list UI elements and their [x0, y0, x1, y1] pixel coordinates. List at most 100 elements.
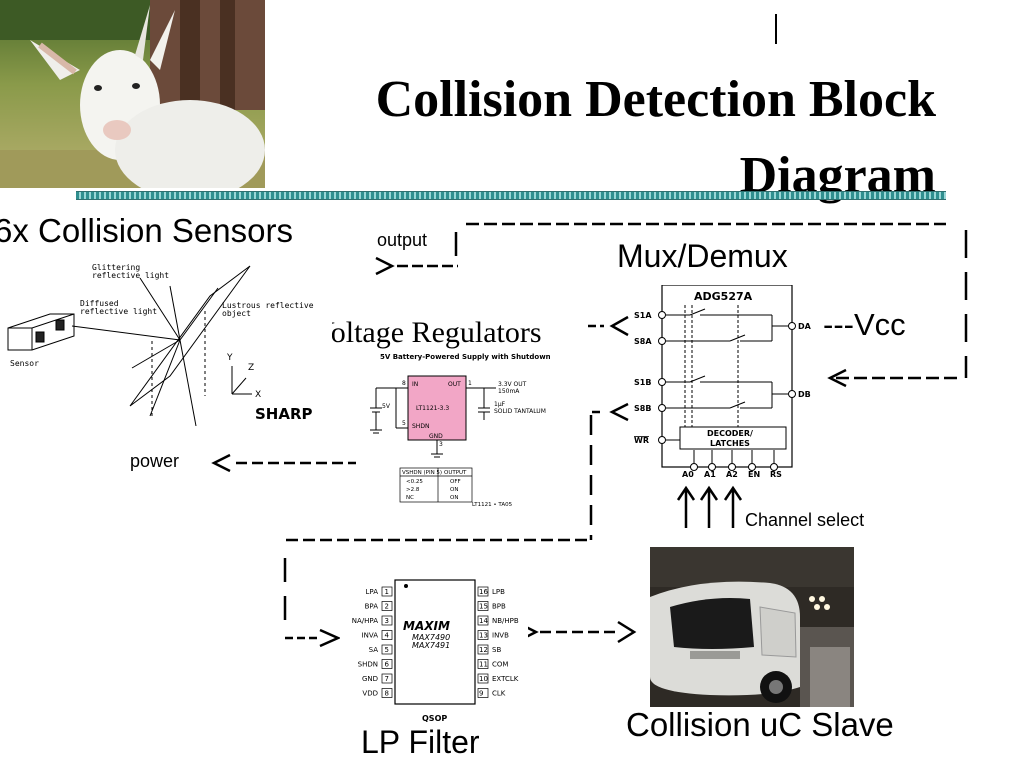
- svg-text:MAX7490: MAX7490: [412, 633, 450, 642]
- mux-s1a-arrow: [609, 315, 629, 337]
- lp-left-pin-box: [381, 615, 393, 626]
- channel-arrow-2: [699, 485, 719, 528]
- mux-label: Mux/Demux: [617, 238, 788, 274]
- svg-text:QSOP: QSOP: [422, 714, 447, 723]
- lp-left-pin-name: SA: [369, 646, 379, 654]
- svg-text:A1: A1: [704, 470, 716, 479]
- svg-text:SOLID TANTALUM: SOLID TANTALUM: [494, 408, 546, 415]
- svg-text:DA: DA: [798, 322, 812, 331]
- sensor-caption: Sensor: [10, 359, 39, 368]
- lp-left-pin-box: [381, 644, 393, 655]
- svg-text:LATCHES: LATCHES: [710, 439, 750, 448]
- lp-right-pin-name: COM: [492, 661, 508, 669]
- svg-text:ON: ON: [450, 487, 458, 493]
- svg-text:VSHDN (PIN 5): VSHDN (PIN 5): [402, 470, 442, 476]
- lp-filter-chip: MAXIM MAX7490 MAX7491 QSOP 1LPA2BPA3NA/H…: [340, 578, 528, 724]
- svg-text:OUT: OUT: [448, 381, 461, 388]
- diffused-caption: Diffused: [80, 299, 119, 308]
- lp-left-pin-box: [381, 659, 393, 669]
- power-label: power: [130, 451, 180, 471]
- crash-test-photo: [650, 547, 854, 707]
- svg-text:Z: Z: [248, 363, 254, 373]
- top-tick-mark: [775, 14, 777, 44]
- channel-select-label: Channel select: [745, 510, 865, 530]
- lp-left-pin-name: BPA: [365, 603, 379, 611]
- svg-text:LT1121 • TA05: LT1121 • TA05: [472, 502, 513, 508]
- svg-text:LT1121-3.3: LT1121-3.3: [416, 405, 449, 412]
- svg-text:Y: Y: [226, 353, 233, 363]
- lp-right-pin-name: INVB: [492, 632, 509, 640]
- svg-text:<0.25: <0.25: [406, 479, 423, 485]
- lp-right-pin-number: 13: [479, 632, 488, 640]
- lp-left-pin-box: [381, 688, 393, 698]
- title-divider: [76, 191, 946, 200]
- title-line-1: Collision Detection Block: [375, 71, 936, 128]
- svg-text:object: object: [222, 309, 251, 318]
- lp-right-pin-box: [477, 688, 489, 698]
- svg-text:GND: GND: [429, 433, 443, 440]
- lp-left-pin-box: [381, 673, 393, 684]
- svg-text:RS: RS: [770, 470, 782, 479]
- lp-left-pin-number: 7: [385, 675, 389, 683]
- svg-text:150mA: 150mA: [498, 388, 520, 395]
- lp-right-pin-box: [477, 659, 489, 669]
- svg-text:>2.8: >2.8: [406, 487, 420, 493]
- lp-left-pin-box: [381, 586, 393, 597]
- svg-text:3: 3: [439, 441, 443, 448]
- mux-chip-name: ADG527A: [694, 290, 753, 303]
- svg-text:X: X: [255, 390, 261, 400]
- lp-right-pin-box: [477, 601, 489, 611]
- lp-right-pin-number: 15: [479, 603, 488, 611]
- svg-text:S1B: S1B: [634, 378, 651, 387]
- lp-right-pin-number: 10: [479, 675, 488, 683]
- svg-text:A0: A0: [682, 470, 694, 479]
- lp-right-pin-box: [477, 673, 489, 684]
- svg-text:A2: A2: [726, 470, 738, 479]
- lp-left-pin-name: SHDN: [358, 661, 378, 669]
- lp-right-pin-box: [477, 630, 489, 640]
- lp-right-pin-number: 9: [479, 690, 483, 698]
- lp-left-pin-name: VDD: [362, 690, 378, 698]
- lp-right-pin-box: [477, 615, 489, 626]
- svg-text:MAX7491: MAX7491: [412, 641, 450, 650]
- channel-arrow-3: [723, 485, 743, 528]
- svg-text:IN: IN: [412, 381, 418, 388]
- lp-left-pin-number: 3: [385, 617, 389, 625]
- svg-text:3.3V OUT: 3.3V OUT: [498, 381, 527, 388]
- svg-text:DB: DB: [798, 390, 811, 399]
- lp-right-pin-number: 12: [479, 646, 488, 654]
- vcc-label: ---Vcc: [823, 307, 906, 342]
- svg-text:5V: 5V: [382, 403, 391, 410]
- mux-s1b-arrow: [609, 402, 629, 422]
- lp-left-pin-number: 2: [385, 603, 389, 611]
- svg-text:S8A: S8A: [634, 337, 652, 346]
- channel-arrow-1: [676, 485, 696, 528]
- slide-title: Collision Detection Block Diagram: [262, 62, 936, 214]
- svg-text:S1A: S1A: [634, 311, 652, 320]
- lp-left-pin-name: GND: [362, 675, 378, 683]
- lp-right-pin-name: LPB: [492, 588, 505, 596]
- lp-right-pin-number: 16: [479, 588, 488, 596]
- lp-right-pin-box: [477, 644, 489, 655]
- lp-left-pin-box: [381, 630, 393, 640]
- lp-filter-label: LP Filter: [361, 724, 480, 760]
- lp-right-pin-name: CLK: [492, 690, 506, 698]
- glittering-caption: Glittering: [92, 263, 140, 272]
- goat-photo: [0, 0, 265, 188]
- lp-right-pin-name: SB: [492, 646, 501, 654]
- svg-text:WR: WR: [634, 436, 649, 445]
- svg-text:OFF: OFF: [450, 479, 461, 485]
- regulator-chip: [407, 375, 467, 441]
- lp-right-pin-name: NB/HPB: [492, 617, 519, 625]
- power-arrow: [211, 453, 231, 473]
- svg-text:NC: NC: [406, 495, 414, 501]
- svg-text:1µF: 1µF: [494, 401, 506, 408]
- lp-left-pin-number: 4: [385, 632, 390, 640]
- svg-text:1: 1: [468, 380, 472, 387]
- lp-left-pin-box: [381, 601, 393, 611]
- svg-text:SHDN: SHDN: [412, 423, 429, 430]
- lp-right-pin-number: 11: [479, 661, 488, 669]
- svg-text:OUTPUT: OUTPUT: [444, 470, 467, 476]
- sensor-diagram: Glittering reflective light Diffused ref…: [0, 256, 332, 426]
